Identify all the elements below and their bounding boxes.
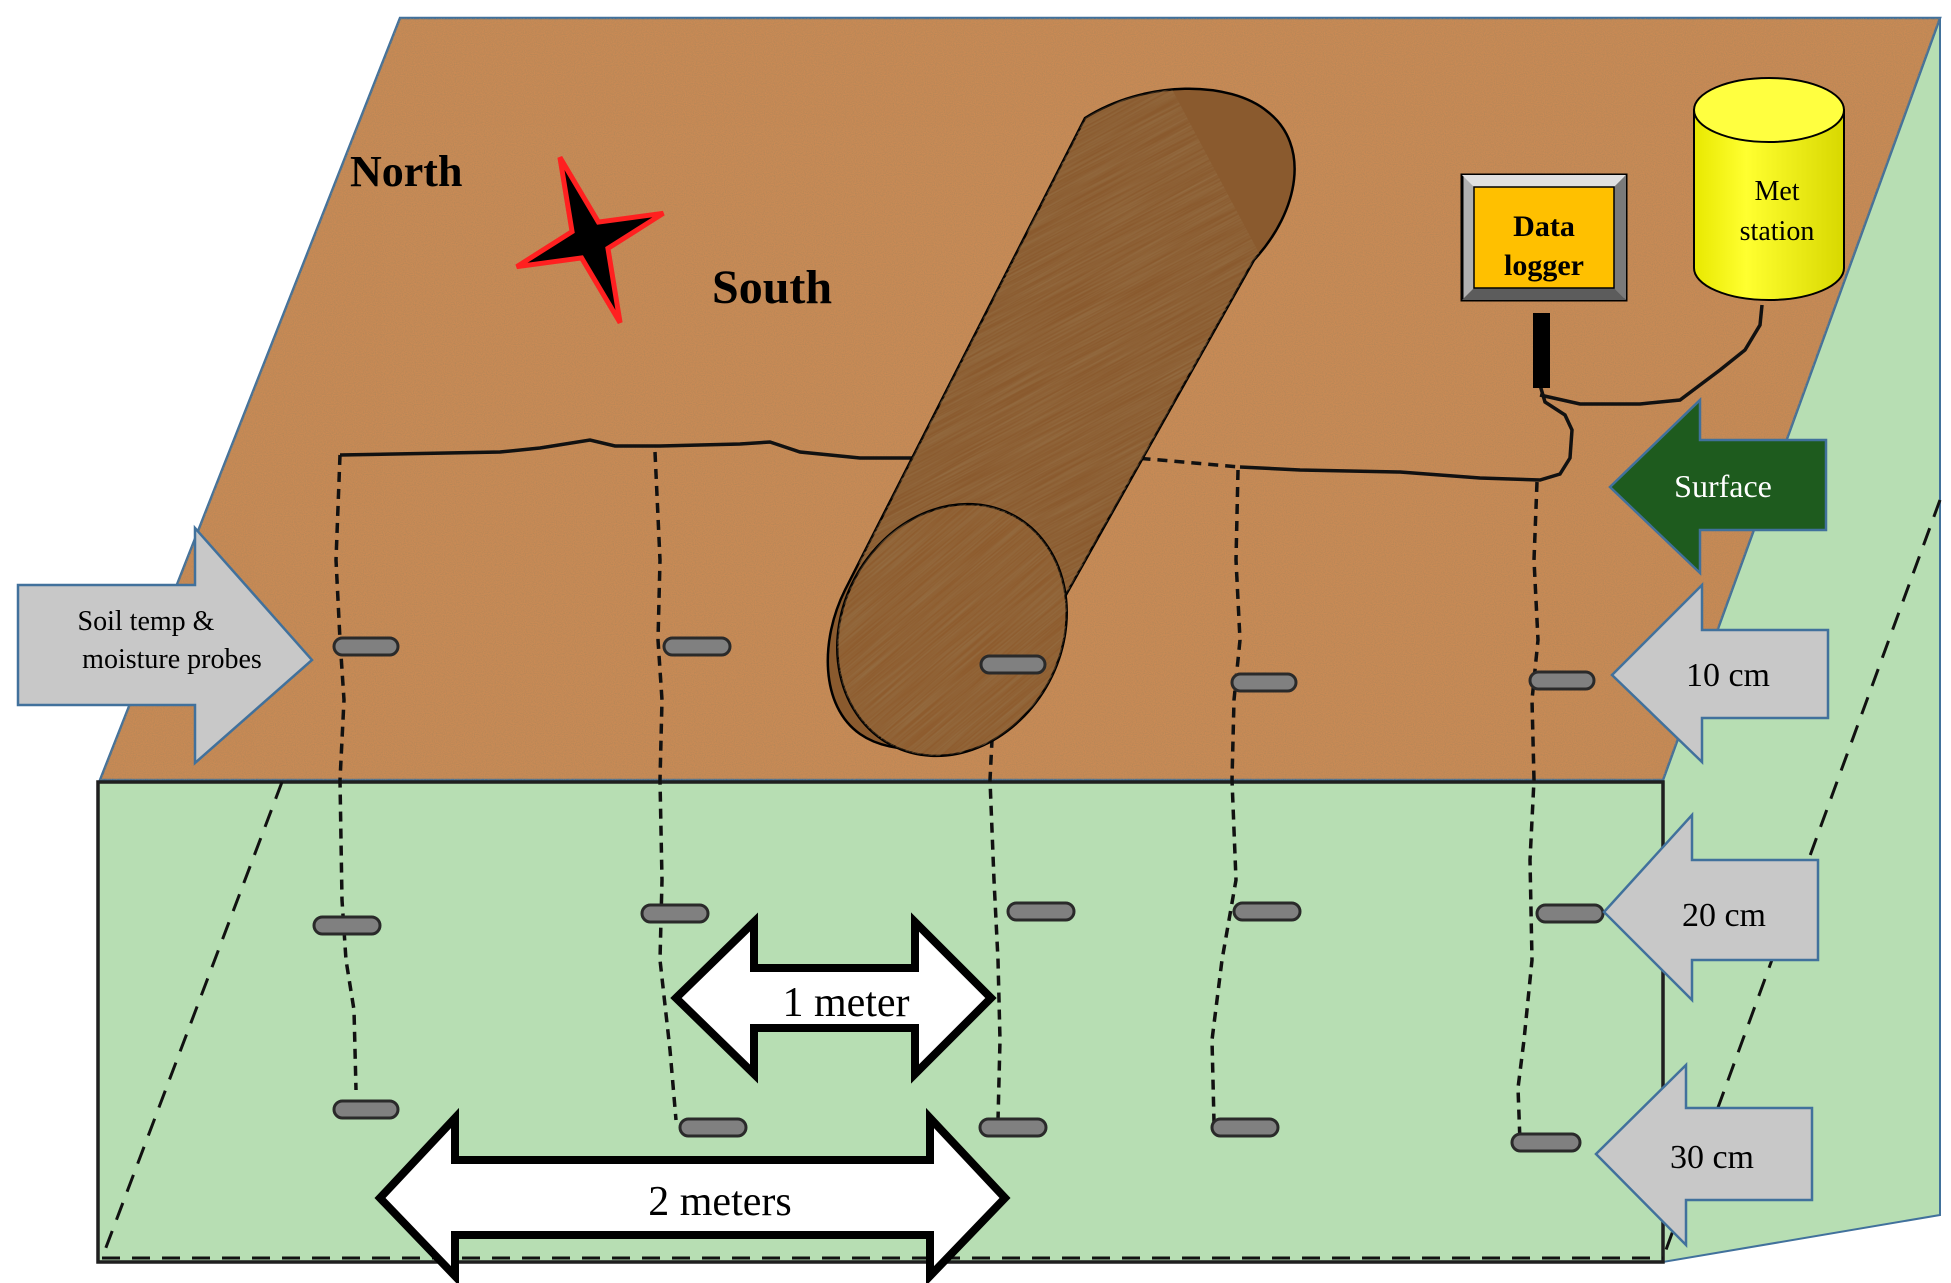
probes-arrow: Soil temp & moisture probes: [16, 524, 314, 766]
spacing-label-1m: 1 meter: [782, 980, 909, 1026]
depth-arrow-20cm: 20 cm: [1602, 811, 1820, 1004]
met-station-label-line2: station: [1740, 216, 1815, 247]
depth-label-10cm: 10 cm: [1686, 657, 1770, 694]
probe: [979, 654, 1047, 675]
depth-arrow-10cm: 10 cm: [1610, 581, 1830, 765]
south-label: South: [712, 261, 832, 314]
probe: [1230, 672, 1298, 693]
probe: [332, 1099, 400, 1120]
data-logger-label-line2: logger: [1504, 249, 1584, 282]
data-logger: Data logger: [1460, 173, 1628, 388]
met-station-label-line1: Met: [1754, 176, 1799, 207]
compass-star-icon: [515, 156, 665, 324]
probe: [1535, 903, 1605, 924]
probe: [678, 1117, 748, 1138]
surface-cable: [339, 304, 1764, 482]
north-label: North: [350, 147, 462, 196]
surface-arrow: Surface: [1608, 397, 1828, 576]
probe: [1528, 670, 1596, 691]
data-logger-label-line1: Data: [1513, 210, 1575, 243]
probes-label-line2: moisture probes: [82, 644, 262, 675]
depth-label-20cm: 20 cm: [1682, 897, 1766, 934]
probe: [1510, 1132, 1582, 1153]
met-station: Met station: [1693, 77, 1845, 301]
probe: [1006, 901, 1076, 922]
spacing-arrow-1m: 1 meter: [670, 912, 997, 1084]
spacing-arrow-2m: 2 meters: [374, 1107, 1011, 1283]
probes-label-line1: Soil temp &: [78, 606, 215, 637]
probe: [978, 1117, 1048, 1138]
spacing-label-2m: 2 meters: [648, 1179, 791, 1225]
probe: [662, 636, 732, 657]
probe: [640, 903, 710, 924]
probes: [312, 636, 1605, 1153]
probe: [1232, 901, 1302, 922]
probe: [1210, 1117, 1280, 1138]
surface-label: Surface: [1674, 468, 1772, 504]
probe: [332, 636, 400, 657]
depth-arrow-30cm: 30 cm: [1594, 1062, 1814, 1249]
probe: [312, 915, 382, 936]
depth-label-30cm: 30 cm: [1670, 1139, 1754, 1176]
